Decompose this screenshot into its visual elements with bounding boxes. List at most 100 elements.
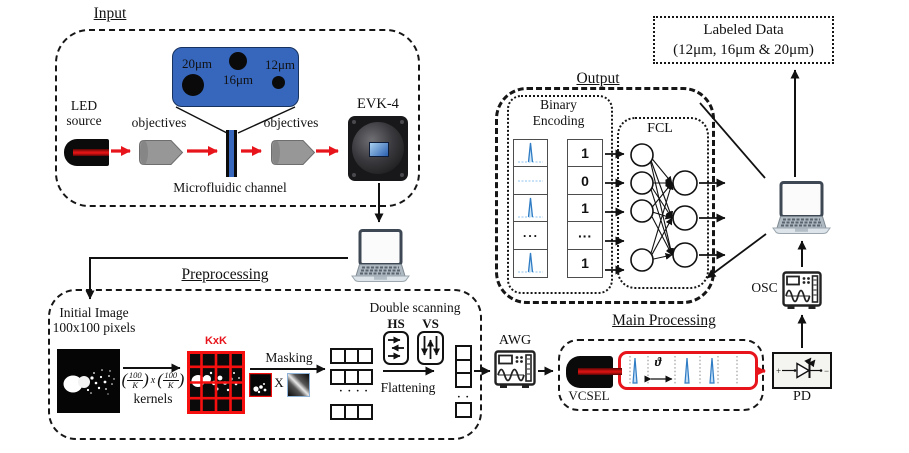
oscilloscope-icon (782, 271, 822, 309)
spike-ellipsis-cell: ··· (513, 221, 548, 250)
fcl-network (630, 143, 698, 272)
binary-value-cell: 1 (567, 248, 603, 278)
input-title: Input (93, 5, 127, 22)
initial-image-label: Initial Image 100x100 pixels (52, 305, 136, 336)
vcsel-label: VCSEL (568, 388, 610, 403)
osc-label: OSC (751, 280, 778, 295)
flattening-label: Flattening (380, 380, 436, 395)
droplet-16um-circle (229, 52, 247, 70)
initial-particle-image (57, 349, 120, 413)
preprocessing-title: Preprocessing (181, 266, 269, 283)
evk4-label: EVK-4 (357, 96, 399, 112)
led-beam (73, 149, 109, 156)
awg-instrument-icon (494, 350, 536, 388)
pulse-plot (518, 197, 543, 218)
flat-plot (518, 180, 543, 182)
flat-cell (513, 166, 548, 195)
input-box (55, 29, 420, 207)
microfluidic-channel (226, 130, 237, 177)
droplet-zoom-panel: 20μm 16μm 12μm (172, 47, 299, 107)
spike-cell (513, 138, 548, 168)
spike-cell (513, 248, 548, 278)
binary-encoding-box (507, 95, 613, 294)
cavity-pulses (629, 356, 738, 385)
objective-lens-right-icon (271, 140, 316, 165)
vs-label: VS (422, 316, 439, 331)
pulse-plot (518, 252, 543, 273)
objectives-left-label: objectives (131, 115, 187, 130)
kxk-grid-image (187, 351, 245, 414)
rparen: ) (143, 370, 149, 389)
awg-label: AWG (498, 333, 532, 348)
kernel-row-2 (330, 369, 373, 385)
labeled-data-line1: Labeled Data (703, 21, 784, 38)
pd-label: PD (793, 389, 811, 404)
kernel-row-3 (330, 404, 373, 420)
pulse-plot (518, 142, 543, 163)
time-multiplexed-cavity (618, 351, 758, 390)
spike-cell (513, 193, 548, 223)
vs-arrows-icon (421, 336, 440, 359)
cell (357, 348, 373, 364)
cell (455, 372, 472, 388)
binary-value-cell: 1 (567, 193, 603, 223)
kernel-row-1 (330, 348, 373, 364)
hs-arrows-icon (388, 336, 404, 360)
masking-label: Masking (265, 350, 313, 365)
screw-dot (352, 173, 356, 177)
acquisition-laptop-icon (351, 229, 410, 282)
evk4-camera-icon (348, 116, 408, 181)
led-source-body (64, 139, 109, 166)
main-processing-title: Main Processing (612, 312, 716, 329)
flattened-vector-cells (455, 345, 472, 388)
output-box (495, 87, 715, 304)
kernels-label: kernels (133, 391, 173, 406)
hs-label: HS (387, 316, 405, 331)
droplet-12um-circle (272, 76, 285, 89)
theta-delay-label: ϑ (654, 355, 662, 369)
pd-minus: − (824, 366, 829, 376)
droplet-20um-circle (182, 74, 204, 96)
binary-values-column: 1 0 1 ··· 1 (567, 138, 603, 278)
rows-ellipsis: · · · · (339, 385, 369, 397)
lparen: ( (157, 370, 163, 389)
horizontal-scan-box (383, 331, 409, 365)
lparen: ( (121, 370, 128, 389)
vertical-scan-box (417, 331, 444, 365)
objectives-right-label: objectives (263, 115, 319, 130)
multiply-sign: X (274, 375, 284, 390)
screw-dot (352, 120, 356, 124)
photodiode-symbol: + − (776, 357, 829, 379)
rparen: ) (178, 370, 185, 389)
fcl-label: FCL (647, 121, 673, 136)
screw-dot (400, 120, 404, 124)
binary-value-cell: 1 (567, 138, 603, 168)
objective-lens-left-icon (139, 140, 184, 165)
labeled-data-line2: (12μm, 16μm & 20μm) (673, 42, 814, 58)
double-scanning-label: Double scanning (369, 300, 461, 315)
analysis-laptop-icon (772, 181, 831, 234)
mask-gradient-image (287, 373, 310, 397)
times-sign: x (150, 374, 156, 386)
led-source-label: LED source (66, 98, 102, 129)
droplet-20um-label: 20μm (181, 56, 213, 71)
vcsel-beam (578, 368, 622, 375)
output-title: Output (576, 70, 620, 87)
cell (455, 402, 472, 418)
binary-value-cell: 0 (567, 166, 603, 195)
pd-plus: + (776, 366, 781, 376)
binary-value-cell: ··· (567, 221, 603, 250)
droplet-16um-label: 16μm (222, 72, 254, 87)
labeled-data-box: Labeled Data (12μm, 16μm & 20μm) (653, 16, 834, 64)
cell (357, 369, 373, 385)
evk4-sensor-chip (369, 142, 389, 157)
kernel-patch-image (249, 373, 272, 397)
binary-encoding-label: Binary Encoding (532, 97, 585, 128)
spike-train-column: ··· (513, 138, 548, 278)
kxk-label: KxK (204, 335, 227, 347)
droplet-12um-label: 12μm (264, 57, 296, 72)
